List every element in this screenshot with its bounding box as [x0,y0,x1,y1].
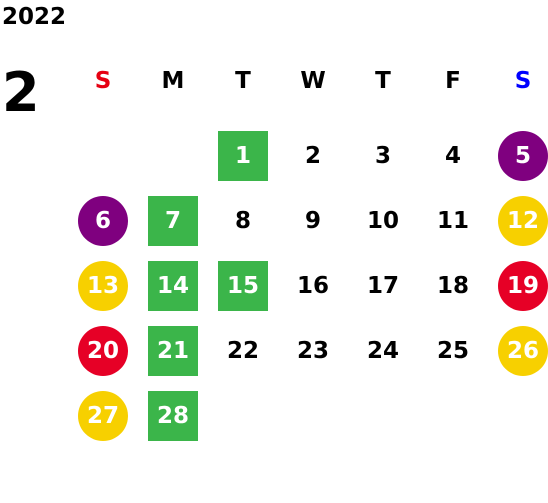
day-cell: 18 [418,253,488,318]
day-cell: 28 [138,383,208,448]
weekday-sun: S [94,68,112,94]
day-cell: 1 [208,123,278,188]
day-number: 13 [78,260,128,311]
day-number: 24 [366,337,399,364]
day-cell: 24 [348,318,418,383]
day-number: 22 [226,337,259,364]
weekday-thu: T [375,68,391,94]
day-cell: 6 [68,188,138,253]
day-number: 19 [498,260,548,311]
day-number: 11 [436,207,469,234]
day-cell: 27 [68,383,138,448]
day-cell: 4 [418,123,488,188]
day-cell: 17 [348,253,418,318]
day-number: 15 [218,260,268,311]
day-cell: 14 [138,253,208,318]
day-cell: 25 [418,318,488,383]
day-number: 17 [366,272,399,299]
day-cell: 16 [278,253,348,318]
day-cell: 13 [68,253,138,318]
day-number: 20 [78,325,128,376]
day-cell: 12 [488,188,548,253]
day-cell: 19 [488,253,548,318]
day-cell: 23 [278,318,348,383]
day-number: 2 [304,142,321,169]
day-cell: 15 [208,253,278,318]
day-cell: 2 [278,123,348,188]
weekday-wed: W [300,68,326,94]
day-cell: 3 [348,123,418,188]
day-number: 8 [234,207,251,234]
day-number: 7 [148,195,198,246]
day-number: 1 [218,130,268,181]
calendar-month: 2 [2,61,40,124]
calendar-year: 2022 [2,4,67,30]
day-number: 27 [78,390,128,441]
day-number: 28 [148,390,198,441]
day-number: 18 [436,272,469,299]
day-number: 25 [436,337,469,364]
day-cell: 10 [348,188,418,253]
weekday-mon: M [161,68,185,94]
day-number: 4 [444,142,461,169]
day-cell: 11 [418,188,488,253]
weekday-tue: T [235,68,251,94]
weekday-fri: F [445,68,461,94]
day-number: 16 [296,272,329,299]
day-number: 23 [296,337,329,364]
day-cell: 8 [208,188,278,253]
day-cell: 26 [488,318,548,383]
day-number: 26 [498,325,548,376]
day-cell: 9 [278,188,348,253]
day-number: 6 [78,195,128,246]
blank-day-cell [138,123,208,188]
day-cell: 22 [208,318,278,383]
day-cell: 21 [138,318,208,383]
day-cell: 5 [488,123,548,188]
day-number: 9 [304,207,321,234]
day-cell: 7 [138,188,208,253]
day-number: 21 [148,325,198,376]
day-number: 14 [148,260,198,311]
blank-day-cell [68,123,138,188]
day-number: 12 [498,195,548,246]
day-number: 5 [498,130,548,181]
day-cell: 20 [68,318,138,383]
day-number: 10 [366,207,399,234]
day-number: 3 [374,142,391,169]
weekday-sat: S [514,68,532,94]
